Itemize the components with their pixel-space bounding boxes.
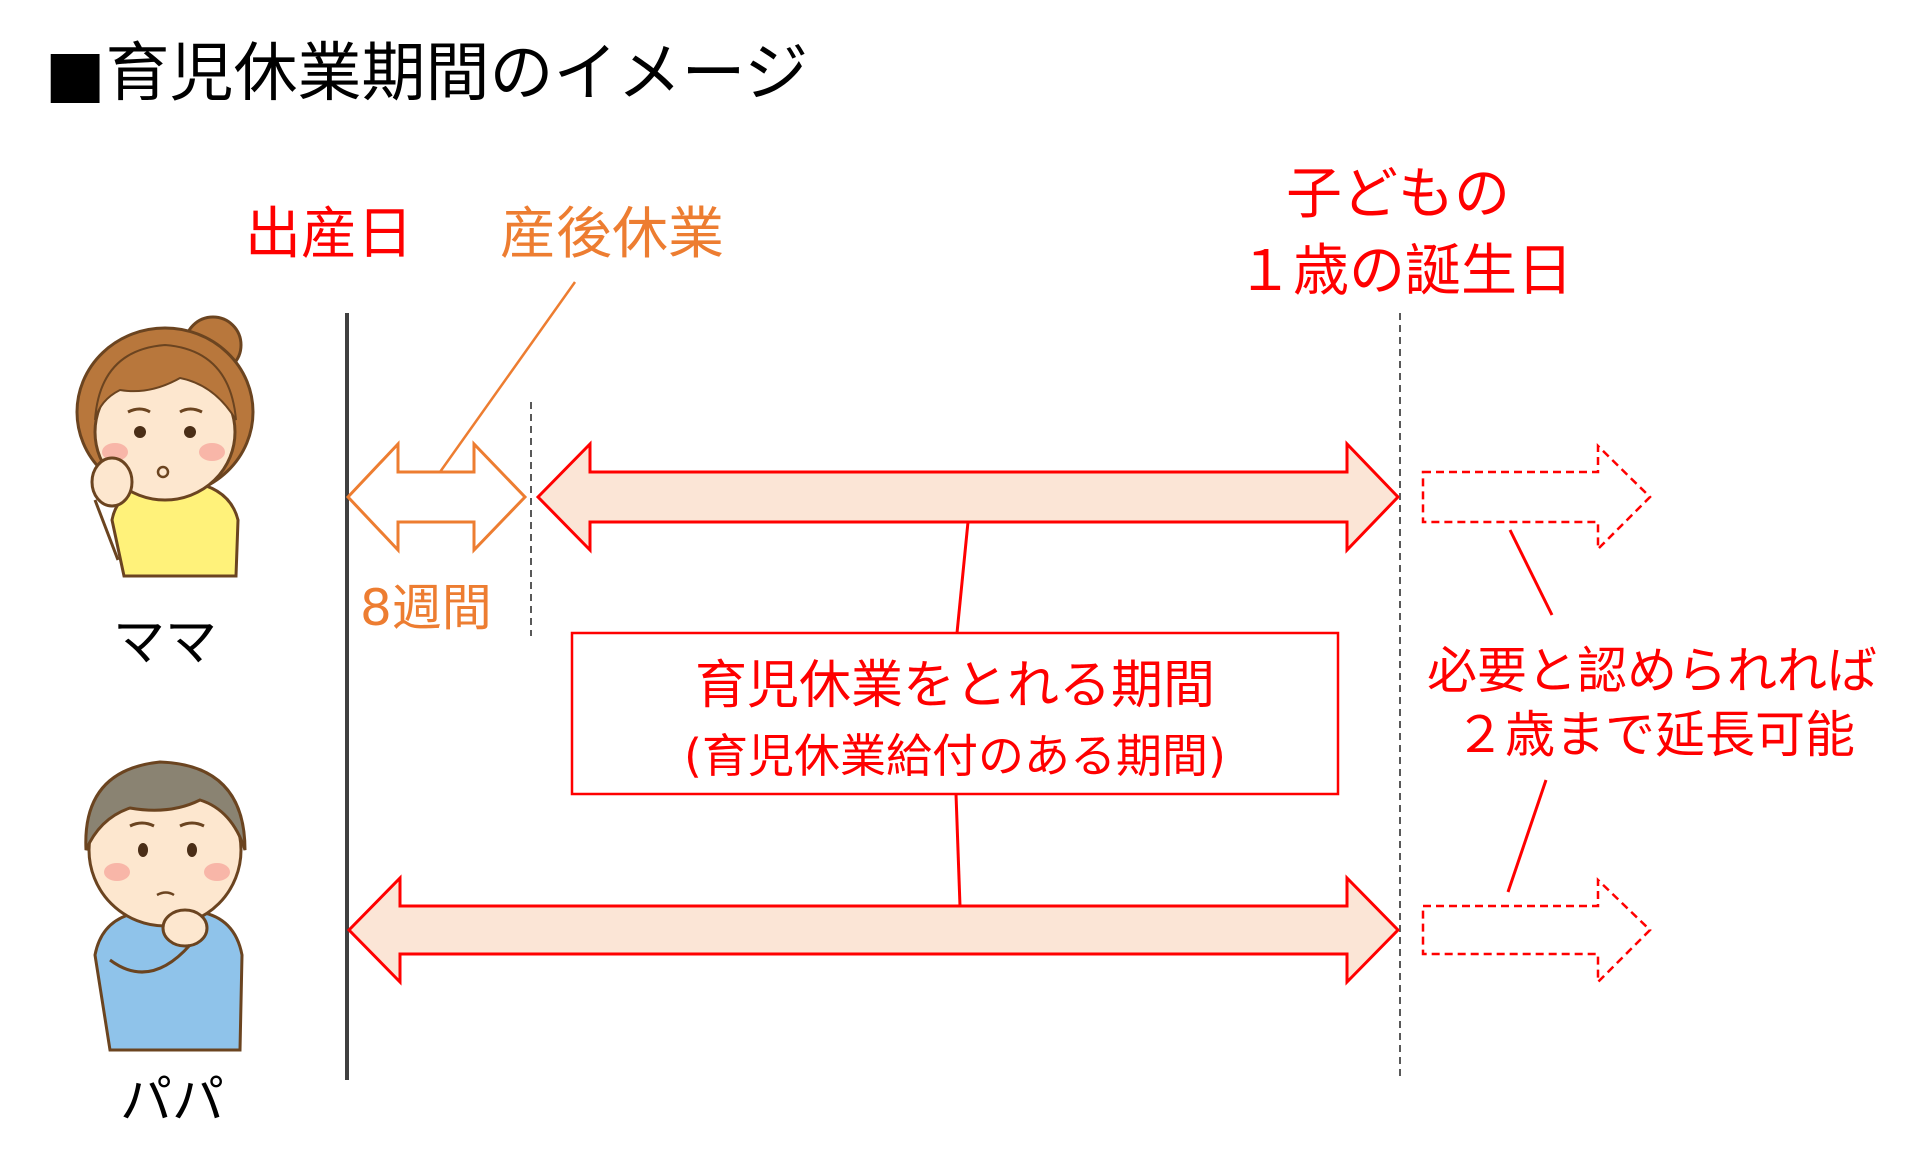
papa-label: パパ [120, 1071, 224, 1131]
papa-illustration [84, 760, 247, 1052]
eight-weeks-label: 8週間 [360, 579, 492, 637]
extension-callout-line-top [1508, 529, 1554, 616]
box-to-mama-arrow-line [955, 521, 970, 634]
birth-day-label: 出産日 [245, 202, 413, 267]
childcare-leave-period-box [570, 631, 1340, 796]
mama-label: ママ [113, 613, 217, 673]
extension-callout-line-bottom [1506, 779, 1548, 893]
box-to-papa-arrow-line [954, 793, 962, 907]
postnatal-callout-line [438, 281, 577, 473]
childcare-benefit-period-text: (育児休業給付のある期間) [684, 729, 1226, 783]
extension-note-line2: ２歳まで延長可能 [1455, 706, 1855, 764]
postnatal-leave-label: 産後休業 [500, 202, 724, 267]
page-title: ■育児休業期間のイメージ [45, 37, 808, 111]
papa-extension-arrow [1421, 877, 1652, 986]
mama-childcare-leave-arrow [535, 440, 1401, 554]
first-birthday-label-line1: 子どもの [1286, 162, 1510, 227]
mama-extension-arrow [1421, 443, 1652, 553]
first-birthday-label-line2: １歳の誕生日 [1237, 239, 1573, 304]
postnatal-leave-arrow [345, 440, 528, 554]
mama-illustration [75, 315, 255, 578]
childcare-leave-period-text: 育児休業をとれる期間 [695, 656, 1215, 716]
extension-note-line1: 必要と認められれば [1427, 642, 1877, 700]
papa-childcare-leave-arrow [346, 874, 1401, 986]
